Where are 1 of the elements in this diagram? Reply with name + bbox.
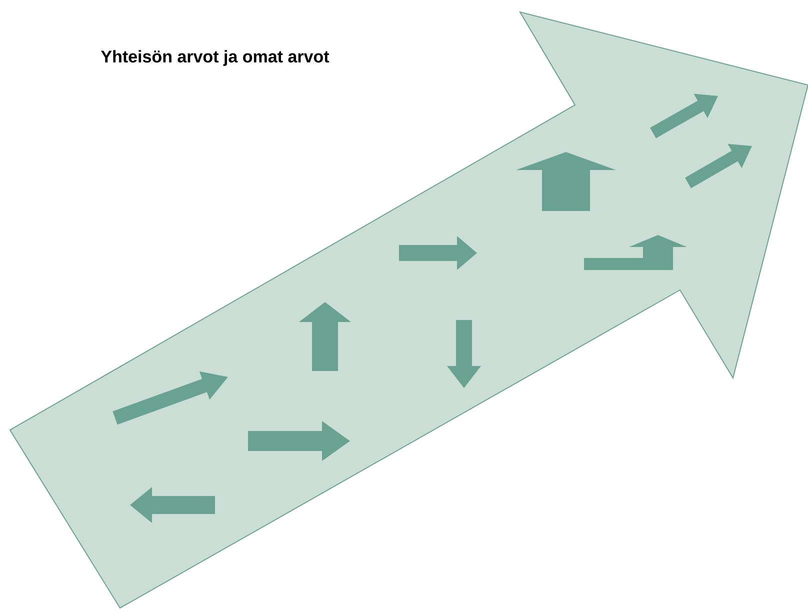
title: Yhteisön arvot ja omat arvot — [101, 50, 330, 66]
